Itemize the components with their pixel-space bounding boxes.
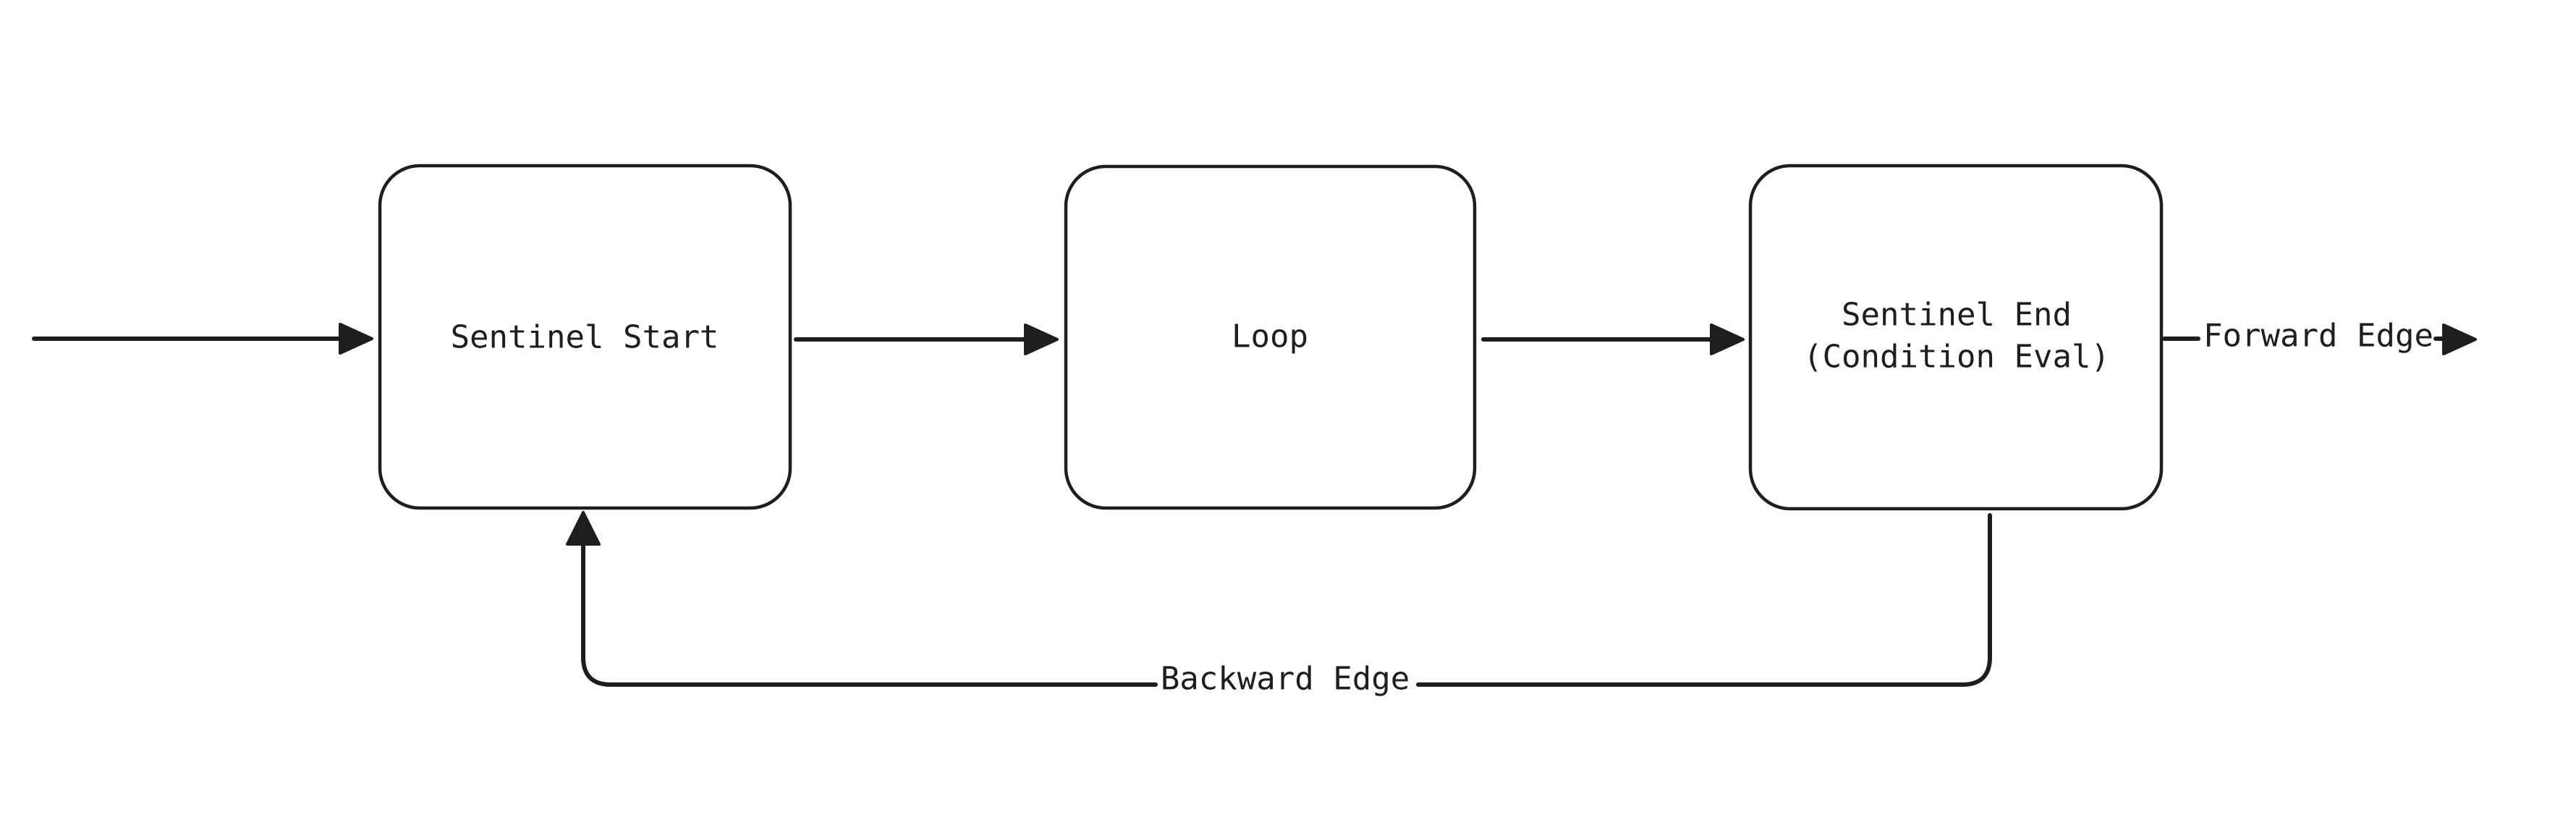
edge-start-to-loop-arrowhead-icon [1024, 323, 1059, 355]
edge-start-to-loop [794, 323, 1059, 355]
edge-backward-label: Backward Edge [1161, 661, 1410, 698]
node-loop-label: Loop [1232, 318, 1308, 355]
node-sentinel-start-box [378, 164, 792, 510]
node-sentinel-end-label-line1: Sentinel End [1842, 297, 2072, 334]
node-sentinel-end-label-line2: (Condition Eval) [1803, 339, 2110, 376]
edge-loop-to-end [1481, 323, 1745, 355]
edge-entry [32, 323, 373, 355]
edge-loop-to-end-arrowhead-icon [1710, 323, 1745, 355]
edge-forward-label: Forward Edge [2203, 318, 2433, 355]
edge-backward-line-right [1416, 513, 1992, 687]
edge-backward-arrowhead-icon [566, 511, 601, 546]
node-sentinel-end: Sentinel End (Condition Eval) [1748, 164, 2164, 511]
node-loop-box [1064, 164, 1477, 510]
node-loop: Loop [1064, 164, 1477, 510]
edge-forward-arrowhead-icon [2442, 323, 2477, 355]
edge-entry-arrowhead-icon [339, 323, 373, 355]
node-sentinel-start-label: Sentinel Start [451, 319, 719, 356]
node-sentinel-end-box [1748, 164, 2164, 511]
edge-forward: Forward Edge [2162, 318, 2477, 355]
edge-backward-line-left [581, 542, 1158, 687]
node-sentinel-start: Sentinel Start [378, 164, 792, 510]
edge-backward: Backward Edge [566, 511, 1992, 698]
